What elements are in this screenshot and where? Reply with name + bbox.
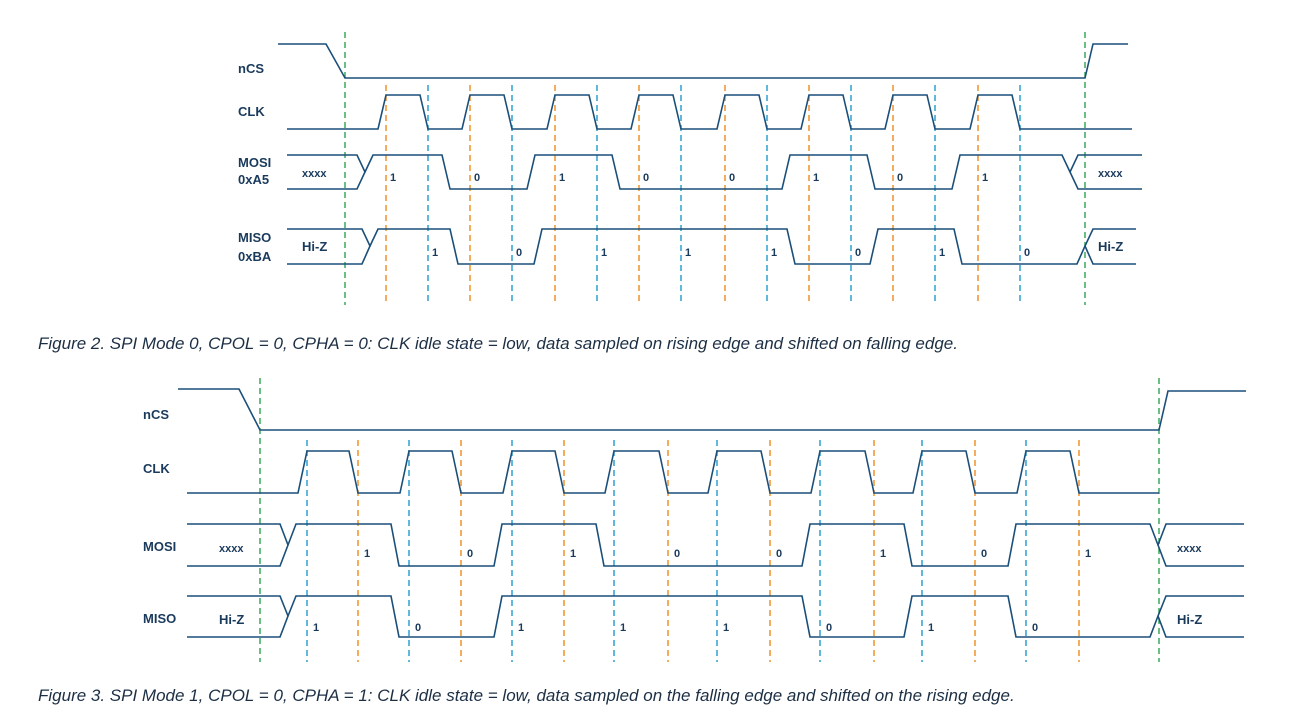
fig3-mosi-idle-left: xxxx <box>219 543 244 555</box>
fig2-miso-bit-label: 1 <box>771 247 777 259</box>
fig3-mosi-bit-label: 0 <box>776 548 782 560</box>
fig3-miso-bit-label: 1 <box>620 622 626 634</box>
fig2-miso-bit-label: 0 <box>1024 247 1030 259</box>
fig3-miso-bit-label: 0 <box>826 622 832 634</box>
fig3-miso-bit-label: 0 <box>1032 622 1038 634</box>
fig2-mosi-bit-label: 0 <box>474 172 480 184</box>
fig2-ncs-label: nCS <box>238 61 264 76</box>
fig2-mosi-data-waveform <box>364 154 1071 190</box>
fig3-miso-bit-label: 0 <box>415 622 421 634</box>
fig2-mosi-label: MOSI <box>238 155 271 170</box>
figure2-caption: Figure 2. SPI Mode 0, CPOL = 0, CPHA = 0… <box>38 334 958 353</box>
fig2-mosi-idle-left: xxxx <box>302 168 327 180</box>
fig3-clk-label: CLK <box>143 461 170 476</box>
fig2-mosi-bit-label: 1 <box>390 172 396 184</box>
fig3-mosi-bit-label: 1 <box>570 548 576 560</box>
fig3-mosi-label: MOSI <box>143 539 176 554</box>
fig2-miso-bit-label: 1 <box>939 247 945 259</box>
fig2-miso-hiz-right: Hi-Z <box>1098 239 1123 254</box>
fig3-miso-label: MISO <box>143 611 176 626</box>
fig3-clk-waveform <box>187 450 1159 494</box>
fig2-mosi-bit-label: 1 <box>982 172 988 184</box>
fig2-miso-bit-label: 1 <box>432 247 438 259</box>
fig3-mosi-bit-label: 1 <box>880 548 886 560</box>
fig2-mosi-idle-right: xxxx <box>1098 168 1123 180</box>
fig3-mosi-idle-right: xxxx <box>1177 543 1202 555</box>
fig2-mosi-bit-label: 0 <box>729 172 735 184</box>
fig3-mosi-bit-label: 0 <box>981 548 987 560</box>
fig3-miso-bit-label: 1 <box>928 622 934 634</box>
fig2-miso-hiz-left-bus <box>287 228 371 265</box>
fig2-clk-waveform <box>287 94 1132 130</box>
fig3-ncs-label: nCS <box>143 407 169 422</box>
fig2-miso-bit-label: 0 <box>855 247 861 259</box>
fig3-miso-data-waveform <box>287 595 1159 638</box>
fig2-mosi-bit-label: 0 <box>643 172 649 184</box>
fig2-miso-bit-label: 1 <box>601 247 607 259</box>
fig2-mosi-value: 0xA5 <box>238 172 269 187</box>
fig3-miso-bit-label: 1 <box>313 622 319 634</box>
fig3-miso-bit-label: 1 <box>723 622 729 634</box>
fig2-mosi-bit-label: 1 <box>559 172 565 184</box>
fig3-mosi-bit-label: 0 <box>467 548 473 560</box>
fig2-waveforms: 1 0 1 0 0 1 0 1 1 0 1 1 1 0 1 0 <box>278 32 1142 305</box>
fig3-miso-hiz-right: Hi-Z <box>1177 612 1202 627</box>
fig2-miso-data-waveform <box>369 228 1086 265</box>
fig3-waveforms: 1 0 1 0 0 1 0 1 1 0 1 1 1 0 1 0 <box>178 378 1246 662</box>
fig3-mosi-bit-label: 0 <box>674 548 680 560</box>
fig2-miso-label: MISO <box>238 230 271 245</box>
fig3-miso-bit-label: 1 <box>518 622 524 634</box>
fig3-mosi-bit-label: 1 <box>1085 548 1091 560</box>
fig3-mosi-data-waveform <box>287 523 1159 567</box>
fig2-mosi-bit-label: 1 <box>813 172 819 184</box>
fig3-miso-hiz-left: Hi-Z <box>219 612 244 627</box>
fig2-clk-label: CLK <box>238 104 265 119</box>
fig2-miso-bit-label: 0 <box>516 247 522 259</box>
fig2-miso-value: 0xBA <box>238 249 272 264</box>
fig2-mosi-bit-label: 0 <box>897 172 903 184</box>
fig3-mosi-idle-right-bus <box>1157 523 1244 567</box>
fig2-miso-hiz-left: Hi-Z <box>302 239 327 254</box>
fig2-miso-bit-label: 1 <box>685 247 691 259</box>
fig3-mosi-bit-label: 1 <box>364 548 370 560</box>
fig2-mosi-idle-right-bus <box>1069 154 1142 190</box>
fig2-miso-hiz-right-bus <box>1084 228 1136 265</box>
figure3-caption: Figure 3. SPI Mode 1, CPOL = 0, CPHA = 1… <box>38 686 1015 705</box>
fig2-ncs-waveform <box>278 43 1128 79</box>
fig3-miso-hiz-right-bus <box>1157 595 1244 638</box>
fig3-ncs-waveform <box>178 388 1246 431</box>
